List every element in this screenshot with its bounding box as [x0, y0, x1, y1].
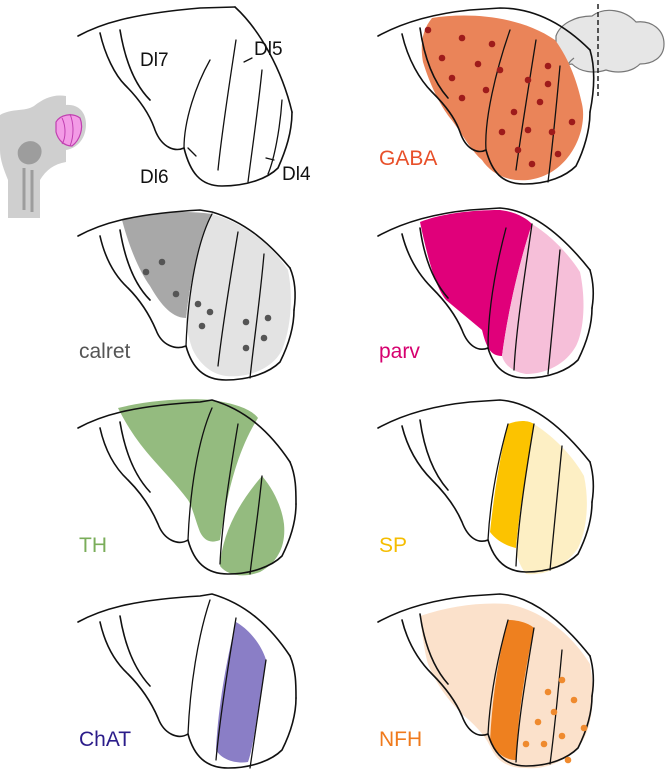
sp-dark-region — [490, 421, 534, 548]
th-region-medial — [118, 399, 258, 542]
dl7-label: Dl7 — [140, 50, 169, 71]
reference-outline — [77, 6, 236, 37]
dl6-label: Dl6 — [140, 167, 169, 188]
gaba-dots — [424, 26, 576, 168]
chat-region — [216, 622, 266, 763]
panel-gaba: GABA — [377, 7, 595, 185]
dl5-label: Dl5 — [254, 39, 283, 60]
parv-dark-region — [420, 210, 532, 356]
panel-sp: SP — [377, 399, 595, 575]
chat-label: ChAT — [79, 728, 131, 751]
panel-chat: ChAT — [77, 593, 297, 769]
parv-light-region — [502, 224, 584, 374]
nfh-label: NFH — [379, 728, 422, 751]
panel-th: TH — [77, 399, 297, 576]
calret-dots — [142, 258, 272, 352]
th-region-lateral — [220, 476, 285, 576]
calret-label: calret — [79, 340, 131, 363]
gaba-label: GABA — [379, 147, 437, 170]
gaba-region — [421, 15, 584, 181]
th-label: TH — [79, 534, 107, 557]
nfh-dark-region — [490, 620, 534, 760]
dl4-label: Dl4 — [282, 164, 311, 185]
nfh-dots — [522, 676, 588, 764]
parv-label: parv — [379, 340, 420, 363]
sp-light-region — [516, 424, 587, 575]
panel-parv: parv — [377, 207, 595, 379]
panel-calret: calret — [77, 209, 296, 381]
calret-dark-region — [122, 212, 212, 318]
panel-nfh: NFH — [377, 593, 595, 769]
sp-label: SP — [379, 534, 407, 557]
panel-reference: Dl7 Dl5 Dl6 Dl4 — [77, 6, 311, 188]
coronal-section-icon — [0, 95, 86, 218]
